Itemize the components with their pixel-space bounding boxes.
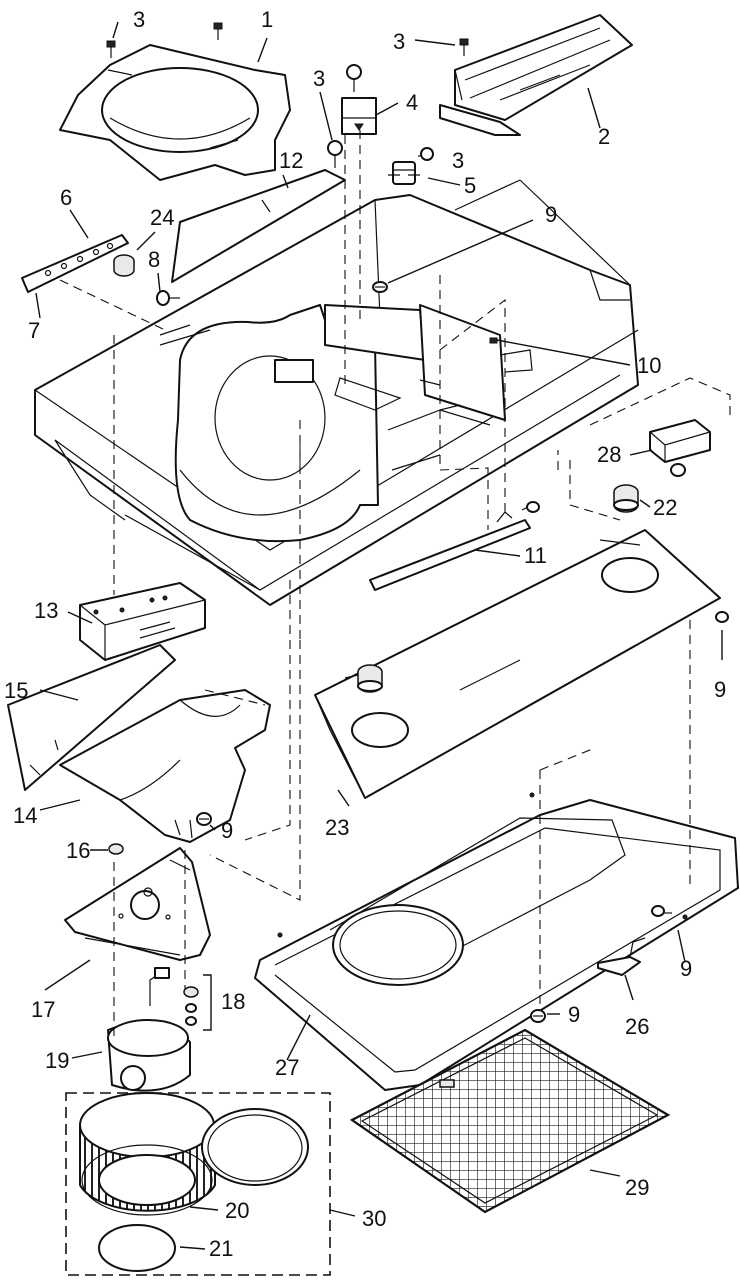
callout-7: 7 — [28, 318, 40, 343]
callout-21: 21 — [209, 1236, 233, 1261]
screw-3d — [346, 64, 362, 92]
main-hood-housing — [34, 179, 639, 606]
callout-9a: 9 — [545, 202, 557, 227]
part-4-bracket — [341, 97, 377, 135]
callout-5: 5 — [464, 173, 476, 198]
callout-13: 13 — [34, 598, 58, 623]
callout-6: 6 — [60, 185, 72, 210]
callout-26: 26 — [625, 1014, 649, 1039]
callout-16: 16 — [66, 838, 90, 863]
callout-3d: 3 — [452, 148, 464, 173]
screw-9c — [530, 1009, 546, 1023]
part-28-junction-box — [589, 377, 731, 477]
alignment-lines — [59, 130, 691, 1040]
callout-30: 30 — [362, 1206, 386, 1231]
screw-3b — [213, 22, 223, 40]
part-18-fasteners — [183, 974, 212, 1031]
callout-23: 23 — [325, 815, 349, 840]
callout-9e: 9 — [680, 956, 692, 981]
callout-27: 27 — [275, 1055, 299, 1080]
callout-14: 14 — [13, 803, 37, 828]
part-5-switch — [388, 161, 420, 185]
part-24-knob — [113, 254, 135, 277]
part-6-control-plate — [21, 234, 129, 293]
callout-17: 17 — [31, 997, 55, 1022]
screw-9b — [196, 812, 212, 826]
callout-numbers: 1 3 3 3 3 4 2 5 12 6 24 8 7 9 10 28 22 1… — [4, 7, 726, 1261]
callout-3c: 3 — [313, 66, 325, 91]
screw-9a — [372, 281, 388, 293]
part-14-blower-housing — [59, 689, 271, 843]
part-2-damper — [439, 14, 633, 136]
callout-19: 19 — [45, 1048, 69, 1073]
part-23-lamp-panel — [314, 529, 729, 799]
part-22-lamp-socket — [613, 484, 639, 513]
part-20b-wheel-ring — [201, 1108, 309, 1186]
callout-9b: 9 — [714, 677, 726, 702]
callout-9d: 9 — [568, 1002, 580, 1027]
lamp-socket-b — [357, 664, 383, 693]
callout-9c: 9 — [221, 818, 233, 843]
part-30-wheel-kit — [65, 1092, 331, 1276]
callout-29: 29 — [625, 1175, 649, 1200]
callout-4: 4 — [406, 90, 418, 115]
part-26-clip — [597, 937, 646, 976]
callout-3b: 3 — [393, 29, 405, 54]
callout-10: 10 — [637, 353, 661, 378]
callout-8: 8 — [148, 247, 160, 272]
part-20-blower-wheel — [79, 1092, 216, 1216]
part-17-motor-plate — [64, 847, 211, 961]
callout-20: 20 — [225, 1198, 249, 1223]
part-1-duct-plate — [59, 44, 291, 181]
screw-3a — [106, 40, 116, 58]
screw-3f — [418, 147, 434, 161]
callout-24: 24 — [150, 205, 174, 230]
callout-22: 22 — [653, 495, 677, 520]
part-13-wiring-box — [79, 582, 206, 661]
part-19-motor — [107, 967, 191, 1092]
screw-3e — [327, 140, 343, 168]
callout-12: 12 — [279, 148, 303, 173]
callout-15: 15 — [4, 678, 28, 703]
callout-18: 18 — [221, 989, 245, 1014]
screw-9d — [651, 905, 672, 917]
part-27-bottom-pan — [254, 792, 739, 1091]
part-8-screw — [156, 290, 180, 306]
callout-11: 11 — [524, 543, 547, 568]
part-11-rail — [369, 501, 540, 591]
part-21-disk — [98, 1224, 176, 1272]
callout-1: 1 — [261, 7, 273, 32]
callout-3a: 3 — [133, 7, 145, 32]
part-15-front-panel — [7, 644, 176, 791]
part-29-filter — [349, 1028, 671, 1214]
callout-28: 28 — [597, 442, 621, 467]
screw-3c — [459, 38, 469, 56]
callout-2: 2 — [598, 124, 610, 149]
part-16-grommet — [108, 843, 124, 855]
leader-lines — [35, 21, 723, 1250]
